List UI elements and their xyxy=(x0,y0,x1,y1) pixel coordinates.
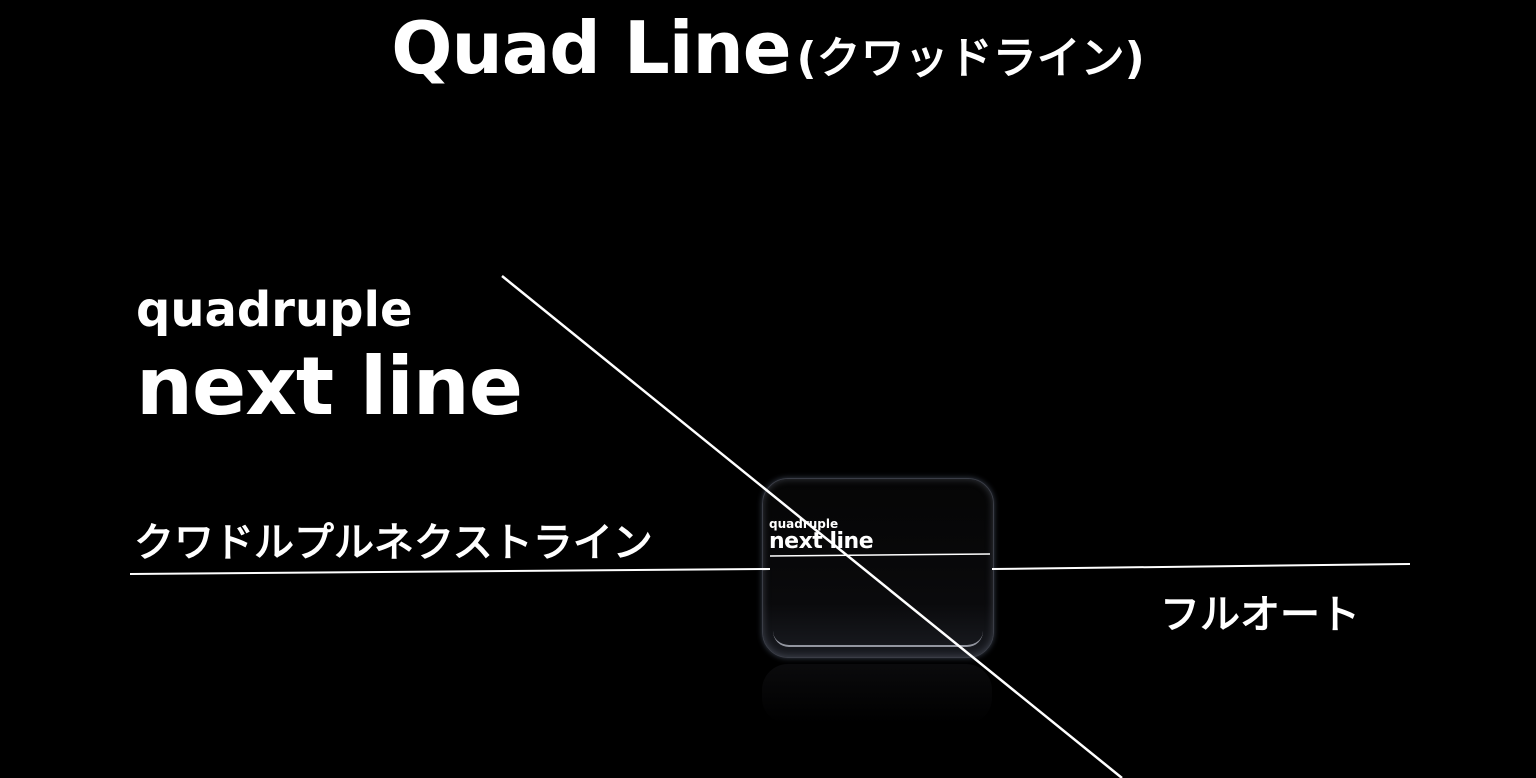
device-label-small: quadruple xyxy=(769,517,839,531)
horizontal-line-device xyxy=(769,553,991,557)
title-sub: (クワッドライン) xyxy=(796,33,1145,84)
diagonal-line xyxy=(501,275,1123,778)
page-title: Quad Line(クワッドライン) xyxy=(0,6,1536,90)
device-ledge xyxy=(773,631,983,647)
label-kana-left: クワドルプルネクストライン xyxy=(134,520,653,566)
label-quadruple: quadruple xyxy=(136,282,413,338)
horizontal-line-left xyxy=(129,568,771,575)
horizontal-line-right xyxy=(991,563,1411,570)
device-reflection xyxy=(762,664,992,724)
title-main: Quad Line xyxy=(391,6,791,90)
label-kana-right: フルオート xyxy=(1160,592,1360,638)
label-next-line: next line xyxy=(136,340,523,433)
